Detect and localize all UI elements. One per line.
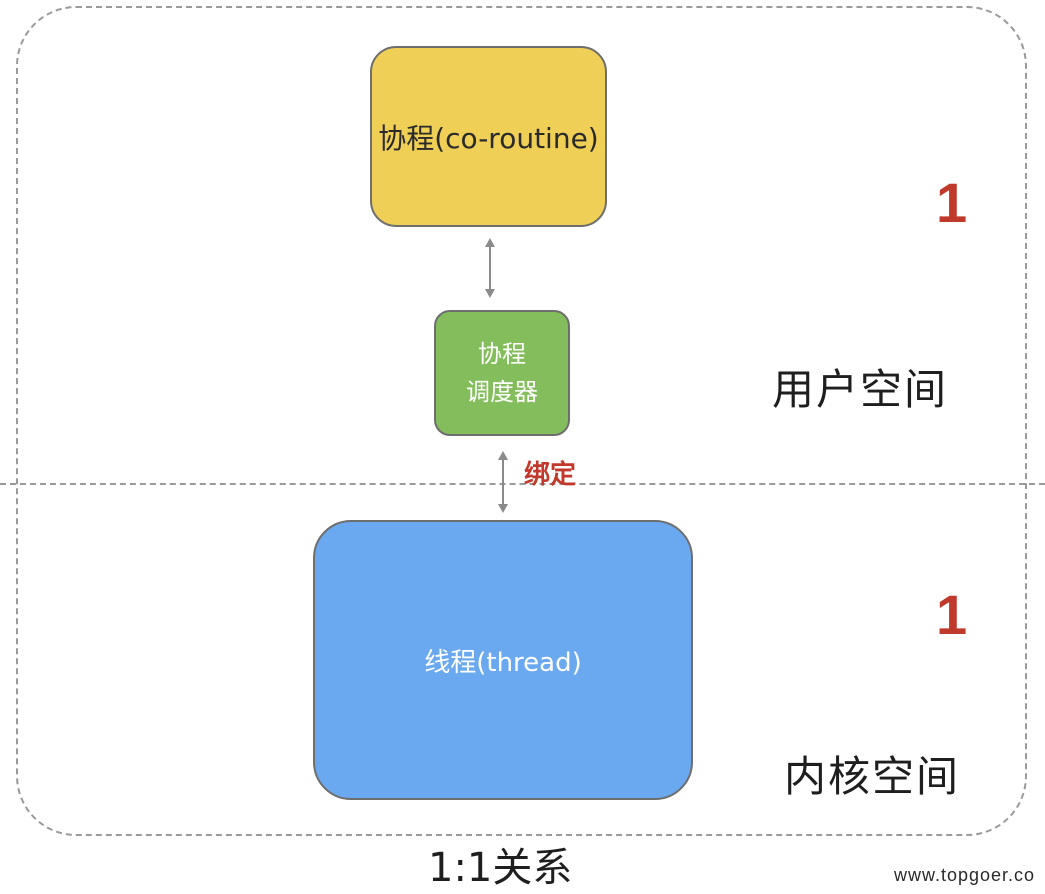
bind-label: 绑定 [524, 460, 577, 490]
scheduler-label-line1: 协程 [478, 340, 526, 368]
watermark-text: www.topgoer.co [894, 865, 1036, 885]
kernel-space-label: 内核空间 [784, 752, 961, 801]
user-side-count: 1 [936, 171, 968, 234]
kernel-side-count: 1 [936, 583, 968, 646]
scheduler-label-line2: 调度器 [466, 378, 538, 406]
user-space-label: 用户空间 [772, 365, 949, 414]
arrow-coroutine-scheduler [485, 238, 495, 298]
space-divider-line [0, 483, 1045, 485]
coroutine-node: 协程(co-routine) [370, 46, 607, 227]
scheduler-node: 协程 调度器 [434, 310, 570, 436]
arrow-scheduler-thread [498, 451, 508, 513]
outer-dashed-frame [16, 6, 1027, 836]
thread-label: 线程(thread) [424, 647, 582, 678]
thread-node: 线程(thread) [313, 520, 693, 800]
relation-caption: 1:1关系 [428, 845, 573, 891]
coroutine-label: 协程(co-routine) [378, 121, 599, 155]
